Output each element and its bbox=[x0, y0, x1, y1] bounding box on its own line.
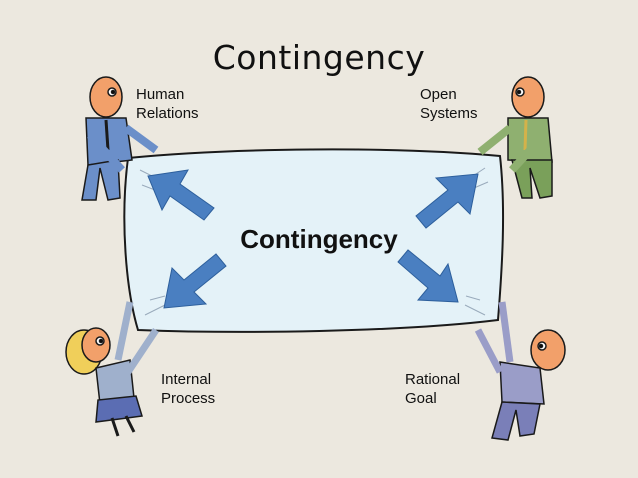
arrow-top-left bbox=[147, 169, 215, 221]
label-rational-goal: Rational Goal bbox=[405, 371, 461, 407]
label-open-systems: Open Systems bbox=[420, 86, 478, 122]
label-internal-process: Internal Process bbox=[161, 371, 216, 407]
person-rational-goal bbox=[474, 301, 566, 441]
label-human-relations: Human Relations bbox=[136, 86, 199, 122]
arrow-bottom-right bbox=[397, 249, 459, 303]
arrow-top-right bbox=[415, 173, 479, 229]
person-human-relations bbox=[81, 76, 159, 201]
arrow-bottom-left bbox=[163, 253, 227, 309]
slide-title: Contingency bbox=[212, 38, 426, 77]
person-internal-process bbox=[65, 301, 159, 437]
person-open-systems bbox=[477, 76, 553, 199]
center-label: Contingency bbox=[240, 224, 398, 254]
